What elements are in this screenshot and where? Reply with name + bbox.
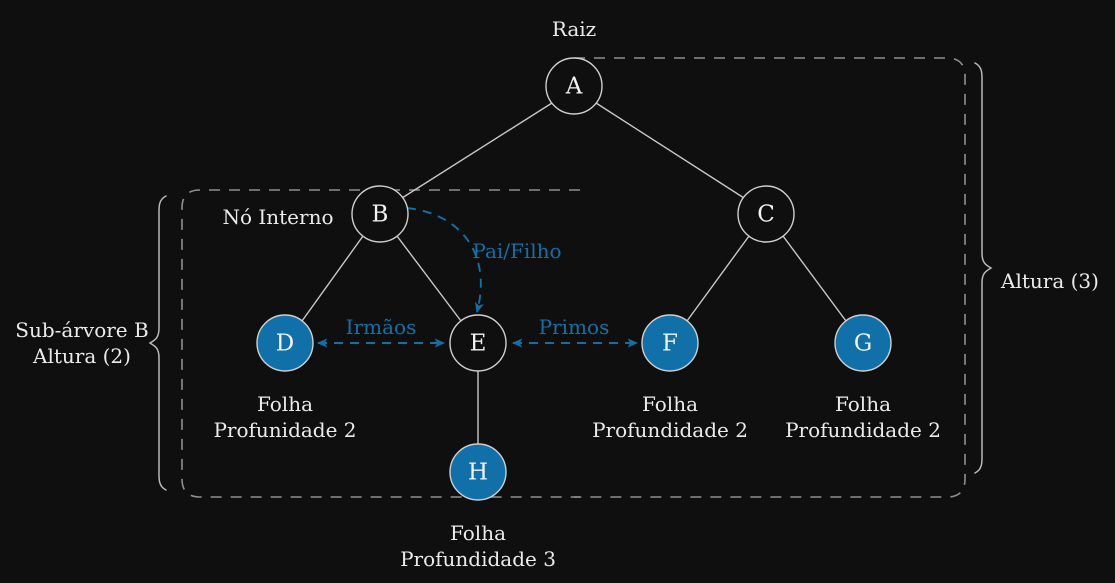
brace-subtree-b [148, 195, 167, 491]
edge-a-c [595, 102, 745, 199]
annotation-internal-node: Nó Interno [222, 205, 334, 229]
caption-node-F: Folha Profundidade 2 [592, 392, 748, 442]
relation-label-pai-filho: Pai/Filho [472, 239, 562, 263]
node-circle-C[interactable] [737, 185, 795, 243]
node-circle-E[interactable] [449, 314, 507, 372]
caption-node-D: Folha Profunidade 2 [213, 392, 357, 442]
node-circle-B[interactable] [351, 185, 409, 243]
region-outline-subtree-b [181, 189, 580, 498]
relation-label-primos: Primos [538, 315, 610, 339]
tree-nodes [256, 57, 892, 501]
edge-a-b [401, 102, 553, 199]
region-outline-outer-height [574, 57, 966, 498]
arrow-pai-filho [406, 207, 484, 314]
root-title: Raiz [551, 17, 597, 41]
relation-arrows [316, 207, 639, 348]
node-circle-G[interactable] [834, 314, 892, 372]
edge-c-f [686, 235, 750, 322]
edge-c-g [782, 235, 847, 322]
caption-node-G: Folha Profundidade 2 [785, 392, 941, 442]
node-circle-F[interactable] [641, 314, 699, 372]
caption-node-H: Folha Profundidade 3 [400, 521, 556, 571]
annotation-subtree-b: Sub-árvore B Altura (2) [15, 318, 149, 368]
edge-b-e [396, 235, 462, 322]
tree-edges [301, 102, 847, 444]
brace-height-3 [974, 62, 993, 474]
edge-b-d [301, 235, 364, 322]
annotation-height-3: Altura (3) [1001, 269, 1099, 293]
node-circle-D[interactable] [256, 314, 314, 372]
node-circle-A[interactable] [545, 57, 603, 115]
relation-label-irmaos: Irmãos [345, 315, 417, 339]
node-circle-H[interactable] [449, 443, 507, 501]
